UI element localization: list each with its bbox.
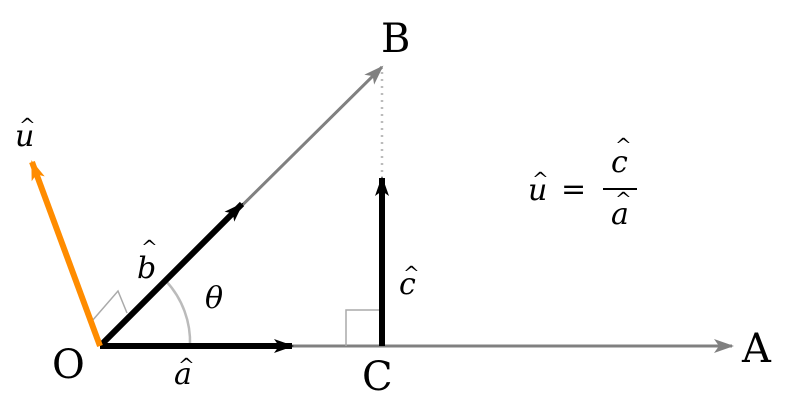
svg-text:u: u <box>15 119 34 154</box>
svg-text:c: c <box>399 267 416 302</box>
svg-text:^: ^ <box>178 353 195 377</box>
equation-equals: = <box>561 172 586 207</box>
right-angle-mark-o <box>91 289 128 322</box>
equation-u-equals-c-over-a: u ^ = c ^ a ^ <box>528 133 637 232</box>
label-point-b: B <box>381 16 410 62</box>
svg-text:^: ^ <box>532 167 549 191</box>
label-c-hat: c ^ <box>399 261 420 302</box>
svg-text:^: ^ <box>141 235 158 259</box>
b-hat-vector <box>97 201 245 349</box>
theta-arc <box>165 280 192 347</box>
label-theta: θ <box>205 281 223 316</box>
svg-text:a: a <box>174 357 192 392</box>
equation-numerator: c <box>611 145 628 180</box>
svg-text:^: ^ <box>615 133 632 157</box>
label-u-hat: u ^ <box>15 113 36 154</box>
right-angle-mark-c <box>345 309 382 346</box>
label-point-c: C <box>362 354 393 400</box>
svg-text:^: ^ <box>615 187 632 211</box>
label-a-hat: a ^ <box>174 353 195 392</box>
label-b-hat: b ^ <box>137 235 158 286</box>
equation-lhs: u <box>528 173 547 208</box>
svg-text:^: ^ <box>19 113 36 137</box>
label-origin-o: O <box>52 342 85 388</box>
label-point-a: A <box>741 326 772 372</box>
svg-text:^: ^ <box>403 261 420 285</box>
equation-denominator: a <box>611 197 629 232</box>
svg-text:b: b <box>137 251 156 286</box>
u-hat-vector <box>29 160 103 348</box>
